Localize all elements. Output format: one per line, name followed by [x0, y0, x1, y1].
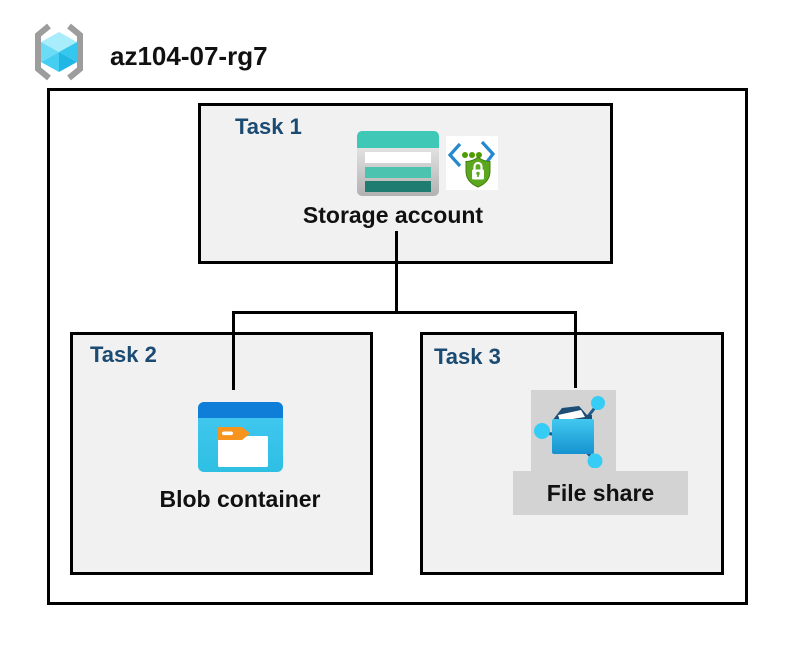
connector-to-blob: [232, 311, 235, 390]
task3-box: Task 3 File shar: [420, 332, 724, 575]
fileshare-icon-highlight: [531, 390, 616, 471]
task1-label: Task 1: [235, 114, 302, 139]
storage-account-icon: [357, 131, 439, 196]
task2-label: Task 2: [90, 342, 157, 367]
fileshare-label-highlight: File share: [513, 471, 688, 515]
connector-storage-stem: [395, 231, 398, 313]
storage-account-label: Storage account: [302, 202, 484, 228]
file-share-icon: [534, 396, 605, 468]
resource-group-icon: [35, 23, 83, 81]
blob-container-label: Blob container: [159, 486, 321, 512]
connector-horizontal: [232, 311, 577, 314]
task1-box: Task 1: [198, 103, 613, 264]
connector-to-fileshare: [574, 311, 577, 388]
task3-label: Task 3: [434, 344, 501, 369]
task2-box: Task 2 Blob container: [70, 332, 373, 575]
resource-group-name: az104-07-rg7: [110, 41, 268, 71]
secure-access-icon: [446, 136, 498, 190]
blob-container-icon: [198, 402, 283, 472]
file-share-label: File share: [546, 479, 655, 506]
